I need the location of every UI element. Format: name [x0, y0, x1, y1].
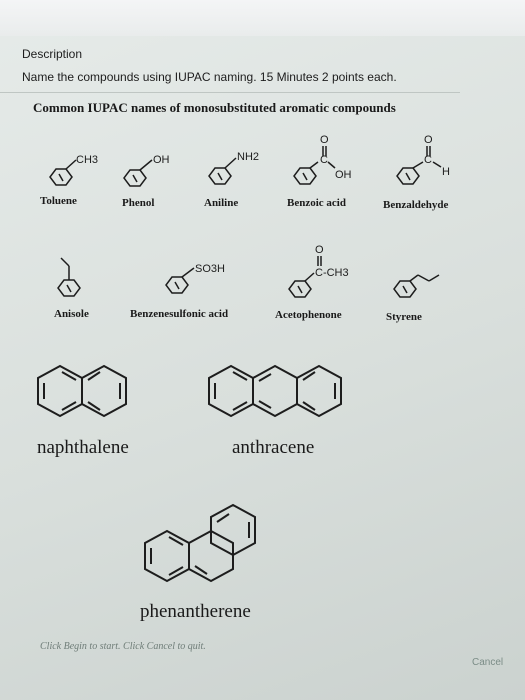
- benzaldehyde-structure: [396, 146, 442, 185]
- benzoic-oxygen: O: [320, 134, 329, 146]
- label-styrene: Styrene: [386, 311, 422, 323]
- anthracene-structure: [208, 364, 342, 418]
- toluene-structure: [49, 159, 77, 186]
- anisole-structure: [57, 257, 81, 297]
- phenol-substituent: OH: [153, 154, 170, 166]
- label-toluene: Toluene: [40, 195, 77, 207]
- label-benzaldehyde: Benzaldehyde: [383, 199, 449, 211]
- label-naphthalene: naphthalene: [37, 437, 129, 458]
- benzenesulfonic-acid-structure: [165, 267, 195, 294]
- sulfonic-substituent: SO3H: [195, 263, 225, 275]
- instruction-text: Name the compounds using IUPAC naming. 1…: [22, 70, 397, 84]
- naphthalene-structure: [37, 364, 127, 418]
- cancel-button[interactable]: Cancel: [472, 657, 504, 668]
- benzaldehyde-oxygen: O: [424, 134, 433, 146]
- acetophenone-structure: [288, 256, 322, 298]
- acetophenone-oxygen: O: [315, 244, 324, 256]
- label-phenanthrene: phenantherene: [140, 601, 251, 622]
- figure-title: Common IUPAC names of monosubstituted ar…: [33, 100, 396, 115]
- benzoic-carbon: C: [320, 154, 328, 166]
- label-anisole: Anisole: [54, 308, 89, 320]
- label-anthracene: anthracene: [232, 437, 315, 458]
- phenanthrene-structure: [144, 503, 256, 583]
- label-phenol: Phenol: [122, 197, 155, 209]
- phenol-structure: [123, 159, 153, 187]
- label-acetophenone: Acetophenone: [275, 309, 342, 321]
- label-aniline: Aniline: [204, 197, 239, 209]
- toluene-substituent: CH3: [76, 154, 98, 166]
- benzoic-acid-structure: [293, 146, 336, 185]
- benzaldehyde-carbon: C: [424, 154, 432, 166]
- acetophenone-substituent: C-CH3: [315, 267, 349, 279]
- aniline-structure: [208, 157, 237, 185]
- top-toolbar-strip: [0, 0, 525, 36]
- footer-hint: Click Begin to start. Click Cancel to qu…: [40, 641, 206, 652]
- label-benzoic-acid: Benzoic acid: [287, 197, 346, 209]
- aniline-substituent: NH2: [237, 151, 259, 163]
- divider: [0, 92, 460, 93]
- label-benzenesulfonic-acid: Benzenesulfonic acid: [130, 308, 229, 320]
- styrene-structure: [393, 274, 440, 298]
- description-heading: Description: [22, 47, 83, 61]
- benzaldehyde-hydrogen: H: [442, 166, 450, 178]
- benzoic-hydroxyl: OH: [335, 169, 352, 181]
